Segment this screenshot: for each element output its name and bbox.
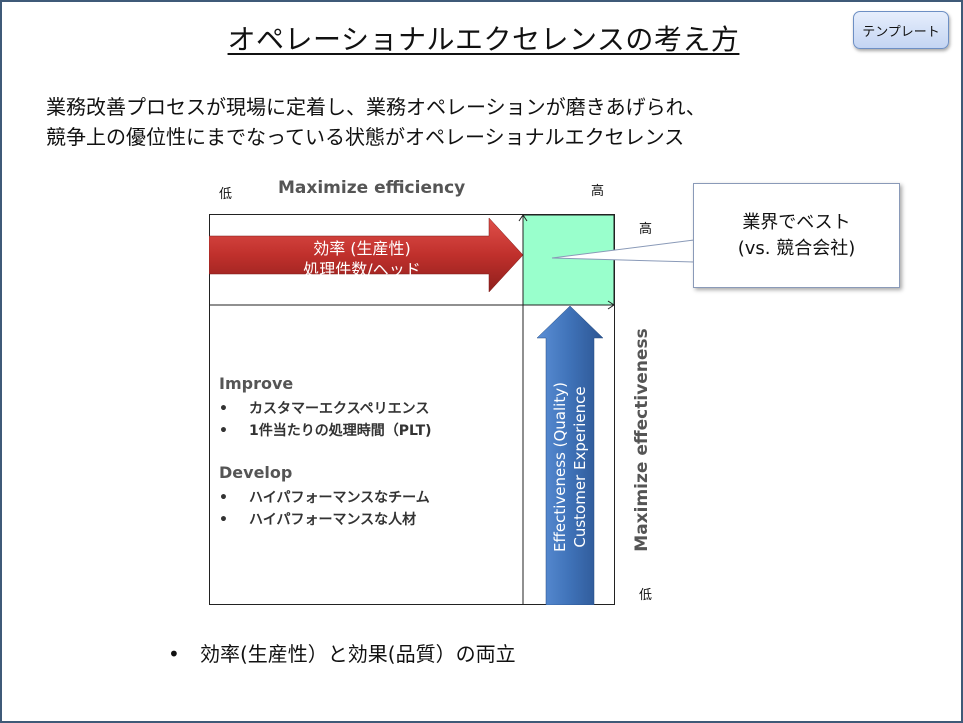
vertical-axis-arrowhead xyxy=(518,214,528,222)
intro-line-1: 業務改善プロセスが現場に定着し、業務オペレーションが磨きあげられ、 xyxy=(46,95,706,119)
effectiveness-arrow-line-1: Effectiveness (Quality) xyxy=(551,382,569,552)
effectiveness-arrow-line-2: Customer Experience xyxy=(571,386,589,548)
page-title: オペレーショナルエクセレンスの考え方 xyxy=(227,23,740,56)
bottom-bullet-text: 効率(生産性）と効果(品質）の両立 xyxy=(200,642,516,666)
callout-line-2: (vs. 競合会社) xyxy=(737,237,856,259)
section-heading-improve: Improve xyxy=(219,374,294,393)
list-item: •カスタマーエクスペリエンス xyxy=(219,401,430,417)
effectiveness-arrow-text: Effectiveness (Quality) Customer Experie… xyxy=(550,382,590,552)
list-item-text: ハイパフォーマンスなチーム xyxy=(249,490,430,506)
list-item-text: ハイパフォーマンスな人材 xyxy=(249,512,417,528)
right-axis-label: Maximize effectiveness xyxy=(632,328,652,552)
callout-seam xyxy=(694,241,697,261)
quadrant-grid xyxy=(209,214,615,605)
bottom-bullet: •効率(生産性）と効果(品質）の両立 xyxy=(168,642,516,666)
best-in-industry-callout: 業界でベスト (vs. 競合会社) xyxy=(693,183,900,288)
top-axis-high-label: 高 xyxy=(591,184,605,199)
section-heading-develop: Develop xyxy=(219,463,293,482)
right-axis-high-label: 高 xyxy=(639,222,653,237)
list-item: •ハイパフォーマンスなチーム xyxy=(219,490,430,506)
callout-pointer xyxy=(551,239,695,263)
list-item-text: 1件当たりの処理時間（PLT) xyxy=(249,423,432,439)
list-item: •1件当たりの処理時間（PLT) xyxy=(219,423,432,439)
list-item: •ハイパフォーマンスな人材 xyxy=(219,512,417,528)
intro-text: 業務改善プロセスが現場に定着し、業務オペレーションが磨きあげられ、 競争上の優位… xyxy=(46,92,706,152)
effectiveness-arrow xyxy=(536,305,604,605)
list-item-text: カスタマーエクスペリエンス xyxy=(249,401,430,417)
efficiency-arrow-line-2: 処理件数/ヘッド xyxy=(303,260,421,279)
callout-line-1: 業界でベスト xyxy=(742,211,851,233)
efficiency-arrow xyxy=(209,217,524,293)
top-axis-label: Maximize efficiency xyxy=(278,178,466,198)
top-axis-low-label: 低 xyxy=(219,187,233,202)
intro-line-2: 競争上の優位性にまでなっている状態がオペレーショナルエクセレンス xyxy=(46,125,685,149)
efficiency-arrow-text: 効率 (生産性) 処理件数/ヘッド xyxy=(242,238,482,280)
efficiency-arrow-line-1: 効率 (生産性) xyxy=(313,239,411,258)
horizontal-axis-arrowhead xyxy=(607,300,615,310)
right-axis-low-label: 低 xyxy=(639,588,653,603)
template-button[interactable]: テンプレート xyxy=(853,11,949,49)
